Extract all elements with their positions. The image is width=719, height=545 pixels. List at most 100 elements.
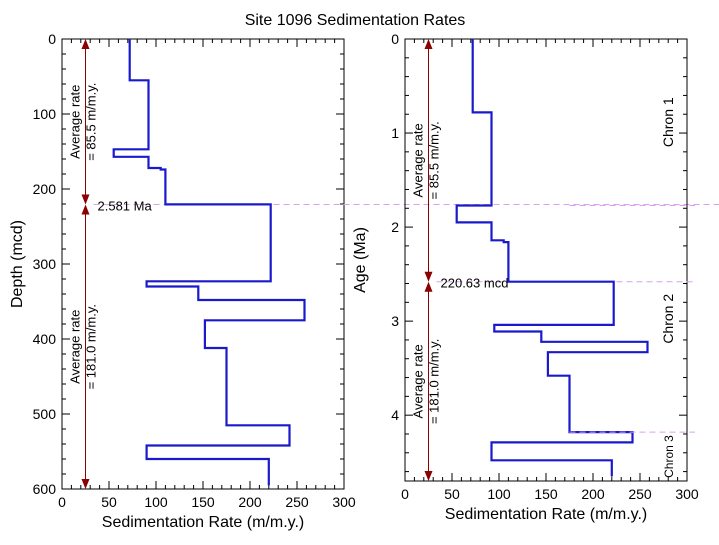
x-tick-label: 300 <box>675 486 699 502</box>
y-tick-label: 200 <box>33 181 57 197</box>
sedimentation-rate-point <box>164 203 166 206</box>
sedimentation-rate-point <box>456 221 458 223</box>
x-tick-label: 150 <box>191 494 215 510</box>
y-tick-label: 600 <box>33 481 57 497</box>
sedimentation-rate-point <box>197 299 199 301</box>
x-tick-label: 50 <box>101 494 117 510</box>
sedimentation-rate-point <box>270 280 272 282</box>
y-axis-label: Age (Ma) <box>352 227 369 293</box>
arrowhead-down-icon <box>81 479 90 489</box>
sedimentation-rate-point <box>490 204 493 207</box>
average-rate-label: Average rate= 181.0 m/m.y. <box>68 304 99 389</box>
average-rate-title: Average rate <box>68 310 83 384</box>
x-tick-label: 100 <box>144 494 168 510</box>
sedimentation-rate-point <box>146 444 148 447</box>
sedimentation-rate-point <box>146 285 148 288</box>
sedimentation-rate-point <box>197 285 199 288</box>
sedimentation-rate-point <box>613 324 615 326</box>
x-tick-label: 150 <box>534 486 558 502</box>
sedimentation-rate-line <box>112 39 306 486</box>
sedimentation-rate-point <box>646 341 649 343</box>
y-tick-label: 400 <box>33 331 57 347</box>
average-rate-title: Average rate <box>411 123 426 197</box>
x-axis-label: Sedimentation Rate (m/m.y.) <box>445 506 647 523</box>
x-tick-label: 200 <box>581 486 605 502</box>
x-tick-label: 0 <box>401 486 409 502</box>
sedimentation-rate-point <box>490 441 493 444</box>
sedimentation-rate-point <box>147 148 150 150</box>
arrowhead-down-icon <box>424 271 433 282</box>
sedimentation-rate-point <box>472 38 474 40</box>
chron-label: Chron 3 <box>662 435 676 478</box>
sedimentation-rate-point <box>160 167 162 169</box>
y-tick-label: 4 <box>391 407 399 423</box>
sedimentation-rate-point <box>268 458 270 460</box>
sedimentation-rate-point <box>225 424 228 426</box>
average-rate-title: Average rate <box>411 344 426 418</box>
y-tick-label: 300 <box>33 256 57 272</box>
boundary-label: 220.63 mcd <box>441 276 509 291</box>
x-axis-label: Sedimentation Rate (m/m.y.) <box>102 514 304 531</box>
sedimentation-rate-point <box>503 241 505 243</box>
sedimentation-rate-point <box>204 347 206 349</box>
x-tick-label: 300 <box>332 494 356 510</box>
sedimentation-rate-point <box>147 156 150 158</box>
average-rate-value: = 85.5 m/m.y. <box>427 121 442 199</box>
y-tick-label: 0 <box>48 31 56 47</box>
y-tick-label: 500 <box>33 406 57 422</box>
sedimentation-rate-point <box>490 239 493 241</box>
y-tick-label: 2 <box>391 219 399 235</box>
sedimentation-rate-point <box>547 351 549 353</box>
arrowhead-down-icon <box>81 194 90 205</box>
page-title: Site 1096 Sedimentation Rates <box>245 12 466 29</box>
sedimentation-rate-point <box>147 79 150 81</box>
sedimentation-rate-point <box>503 239 505 241</box>
sedimentation-rate-point <box>303 299 306 301</box>
x-tick-label: 250 <box>285 494 309 510</box>
arrowhead-up-icon <box>424 281 433 292</box>
sedimentation-rate-point <box>507 241 509 243</box>
sedimentation-rate-point <box>204 319 206 321</box>
sedimentation-rate-point <box>113 156 115 158</box>
arrowhead-up-icon <box>81 39 90 49</box>
x-tick-label: 100 <box>487 486 511 502</box>
x-tick-label: 250 <box>628 486 652 502</box>
y-tick-label: 1 <box>391 125 399 141</box>
sedimentation-rate-point <box>540 330 542 333</box>
sedimentation-rate-point <box>225 347 228 349</box>
sedimentation-rate-point <box>611 459 613 461</box>
sedimentation-rate-point <box>456 204 458 207</box>
average-rate-label: Average rate= 85.5 m/m.y. <box>411 121 442 199</box>
sedimentation-rate-point <box>303 319 306 321</box>
sedimentation-rate-point <box>129 38 131 40</box>
average-rate-value: = 181.0 m/m.y. <box>84 304 99 389</box>
sedimentation-rate-point <box>147 167 150 169</box>
sedimentation-rate-point <box>540 341 542 343</box>
sedimentation-rate-point <box>288 444 291 447</box>
sedimentation-rate-point <box>164 168 166 171</box>
sedimentation-rate-point <box>568 375 571 377</box>
x-tick-label: 200 <box>238 494 262 510</box>
y-tick-label: 3 <box>391 313 399 329</box>
sedimentation-rate-point <box>493 330 495 333</box>
average-rate-value: = 181.0 m/m.y. <box>427 339 442 424</box>
sedimentation-rate-line <box>455 39 649 477</box>
sedimentation-rate-point <box>490 111 493 113</box>
sedimentation-rate-point <box>646 351 649 353</box>
chron-label: Chron 2 <box>660 294 676 344</box>
arrowhead-up-icon <box>424 39 433 49</box>
y-tick-label: 100 <box>33 106 57 122</box>
boundary-label: 2.581 Ma <box>98 198 153 213</box>
x-tick-label: 50 <box>444 486 460 502</box>
sedimentation-rate-point <box>270 203 272 206</box>
sedimentation-rate-point <box>611 475 613 477</box>
sedimentation-rate-point <box>472 111 474 113</box>
y-tick-label: 0 <box>391 31 399 47</box>
arrowhead-down-icon <box>424 471 433 481</box>
sedimentation-rate-point <box>490 459 493 461</box>
sedimentation-rate-point <box>493 324 495 326</box>
sedimentation-rate-point <box>113 148 115 150</box>
sedimentation-rate-point <box>631 441 634 444</box>
sedimentation-rate-point <box>490 221 493 223</box>
